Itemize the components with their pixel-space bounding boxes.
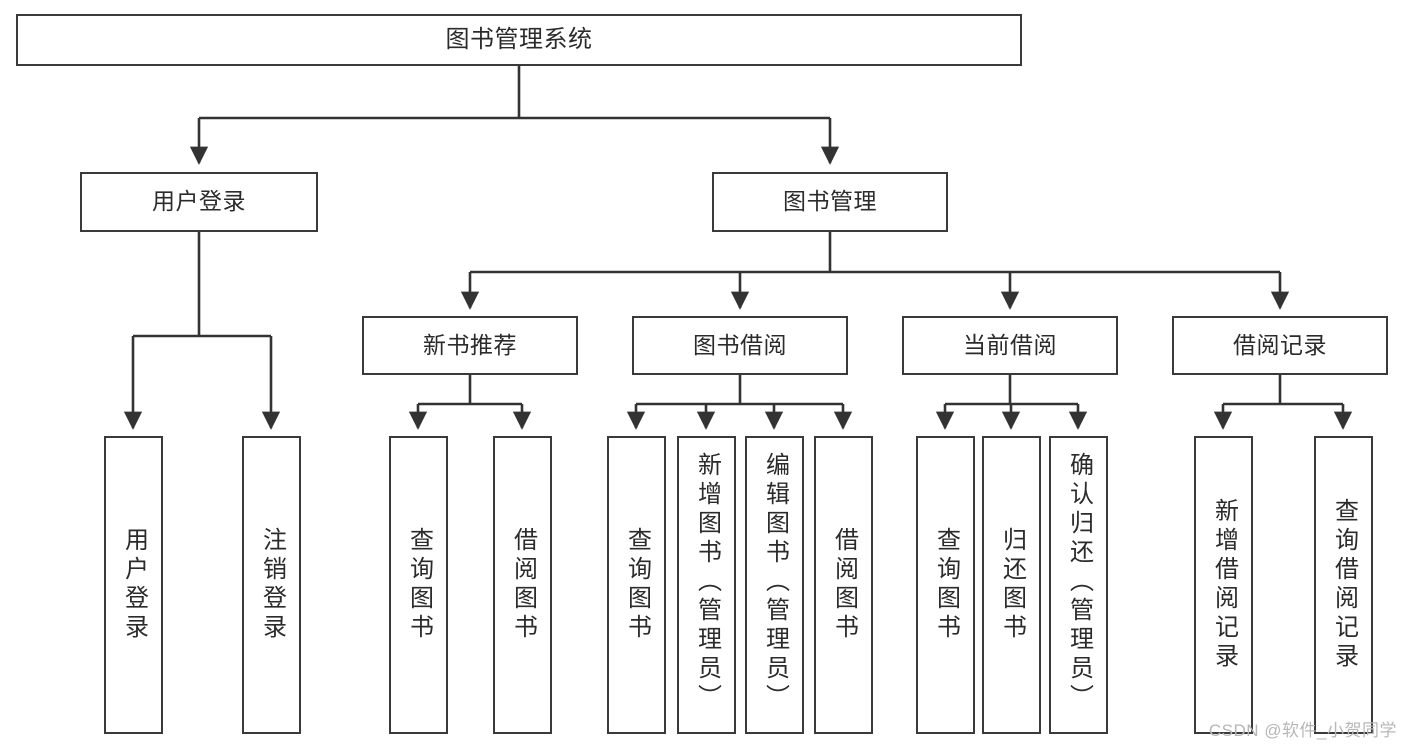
leaf-current-borrow-confirm-return[interactable]: 确认归还（管理员）	[1049, 436, 1108, 734]
leaf-label: 新增图书（管理员）	[693, 452, 721, 713]
leaf-current-borrow-query[interactable]: 查询图书	[916, 436, 975, 734]
leaf-current-borrow-return[interactable]: 归还图书	[982, 436, 1041, 734]
leaf-label: 确认归还（管理员）	[1065, 452, 1093, 713]
leaf-label: 归还图书	[998, 527, 1026, 643]
leaf-borrow-record-add[interactable]: 新增借阅记录	[1194, 436, 1253, 734]
node-label: 图书管理	[783, 188, 877, 215]
leaf-book-borrow-query[interactable]: 查询图书	[607, 436, 666, 734]
leaf-label: 借阅图书	[509, 527, 537, 643]
node-label: 借阅记录	[1233, 331, 1327, 358]
leaf-borrow-record-query[interactable]: 查询借阅记录	[1314, 436, 1373, 734]
leaf-label: 查询借阅记录	[1330, 498, 1358, 672]
node-new-book-recommendation[interactable]: 新书推荐	[362, 316, 578, 375]
leaf-user-login-login[interactable]: 用户登录	[104, 436, 163, 734]
leaf-book-borrow-borrow[interactable]: 借阅图书	[814, 436, 873, 734]
leaf-label: 注销登录	[258, 527, 286, 643]
node-label: 当前借阅	[963, 331, 1057, 358]
node-root-system[interactable]: 图书管理系统	[16, 14, 1022, 66]
node-label: 图书借阅	[693, 331, 787, 358]
leaf-book-borrow-edit[interactable]: 编辑图书（管理员）	[745, 436, 804, 734]
node-borrowing-record[interactable]: 借阅记录	[1172, 316, 1388, 375]
leaf-label: 用户登录	[120, 527, 148, 643]
leaf-label: 编辑图书（管理员）	[761, 452, 789, 713]
node-book-management[interactable]: 图书管理	[712, 172, 948, 232]
node-label: 新书推荐	[423, 331, 517, 358]
node-current-borrowing[interactable]: 当前借阅	[902, 316, 1118, 375]
leaf-label: 查询图书	[405, 527, 433, 643]
node-book-borrowing[interactable]: 图书借阅	[632, 316, 848, 375]
node-label: 图书管理系统	[445, 25, 593, 53]
leaf-user-login-logout[interactable]: 注销登录	[242, 436, 301, 734]
csdn-watermark: CSDN @软件_小贺同学	[1208, 721, 1397, 740]
node-user-login[interactable]: 用户登录	[80, 172, 318, 232]
leaf-label: 借阅图书	[830, 527, 858, 643]
leaf-new-book-borrow[interactable]: 借阅图书	[493, 436, 552, 734]
leaf-label: 新增借阅记录	[1210, 498, 1238, 672]
leaf-label: 查询图书	[932, 527, 960, 643]
leaf-label: 查询图书	[623, 527, 651, 643]
node-label: 用户登录	[152, 188, 246, 215]
leaf-book-borrow-add[interactable]: 新增图书（管理员）	[677, 436, 736, 734]
leaf-new-book-query[interactable]: 查询图书	[389, 436, 448, 734]
